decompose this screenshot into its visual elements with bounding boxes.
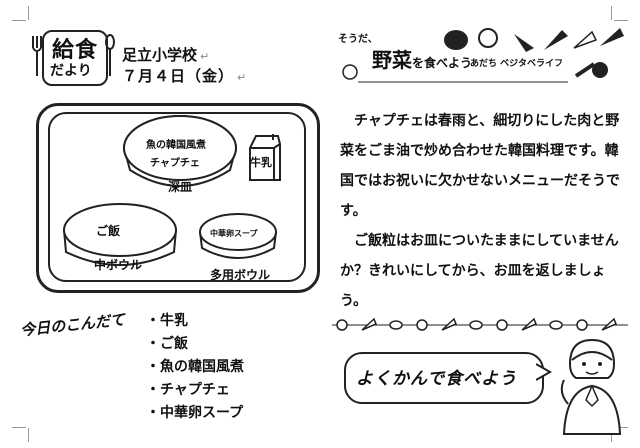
soup-name: 中華卵スープ <box>210 229 258 238</box>
crop-mark <box>597 6 612 20</box>
crop-mark <box>28 6 43 20</box>
list-item: ・チャプチェ <box>146 382 230 398</box>
list-item: ・中華卵スープ <box>146 405 244 421</box>
title-frame <box>42 30 108 86</box>
deep-dish-label: 深皿 <box>168 180 193 194</box>
tray-inner <box>48 112 306 282</box>
rice-name: ご飯 <box>96 224 121 238</box>
nutritionist-character <box>560 338 622 435</box>
banner-prefix: そうだ、 <box>338 34 378 45</box>
list-item: ・牛乳 <box>146 313 188 329</box>
banner-title: 野菜を食べよう <box>372 48 473 72</box>
vegetable-banner <box>342 28 624 83</box>
dish-item-japchae: チャプチェ <box>150 158 200 169</box>
issue-date: ７月４日（金）↵ <box>122 67 248 85</box>
banner-subtitle: あだち ベジタベライフ <box>470 59 563 69</box>
milk-label: 牛乳 <box>250 156 272 169</box>
page-title: 給食 <box>52 38 99 63</box>
soup-bowl-label: 多用ボウル <box>210 268 271 282</box>
crop-mark <box>12 413 26 428</box>
chew-well-slogan: よくかんで食べよう <box>356 369 518 389</box>
crop-mark <box>12 20 26 35</box>
vegetable-divider <box>332 317 628 331</box>
list-item: ・魚の韓国風煮 <box>146 359 244 375</box>
article-paragraph-2: ご飯粒はお皿についたままにしていませんか？きれいにしてから、お皿を返しましょう。 <box>340 233 619 309</box>
crop-mark <box>614 20 628 35</box>
rice-bowl-label: 中ボウル <box>94 258 143 272</box>
tray <box>36 103 320 293</box>
menu-title: 今日のこんだて <box>19 310 126 340</box>
crop-mark <box>28 428 43 442</box>
article-paragraph-1: チャプチェは春雨と、細切りにした肉と野菜をごま油で炒め合わせた韓国料理です。韓国… <box>340 113 620 219</box>
spoon-icon <box>105 34 115 76</box>
soup-bowl-illustration <box>199 213 277 259</box>
speech-bubble <box>344 352 544 404</box>
crop-mark <box>614 413 628 428</box>
menu-list: ・牛乳 ・ご飯 ・魚の韓国風煮 ・チャプチェ ・中華卵スープ <box>146 310 244 425</box>
school-name: 足立小学校↵ <box>122 46 210 64</box>
milk-carton-icon <box>249 134 281 181</box>
list-item: ・ご飯 <box>146 336 188 352</box>
fork-icon <box>32 36 42 76</box>
rice-bowl-illustration <box>63 203 177 266</box>
deep-dish-illustration <box>123 115 237 187</box>
dish-item-fish: 魚の韓国風煮 <box>146 140 206 151</box>
speech-bubble-tail <box>536 363 552 381</box>
article-body: チャプチェは春雨と、細切りにした肉と野菜をごま油で炒め合わせた韓国料理です。韓国… <box>340 106 632 316</box>
page-subtitle: だより <box>50 63 92 79</box>
